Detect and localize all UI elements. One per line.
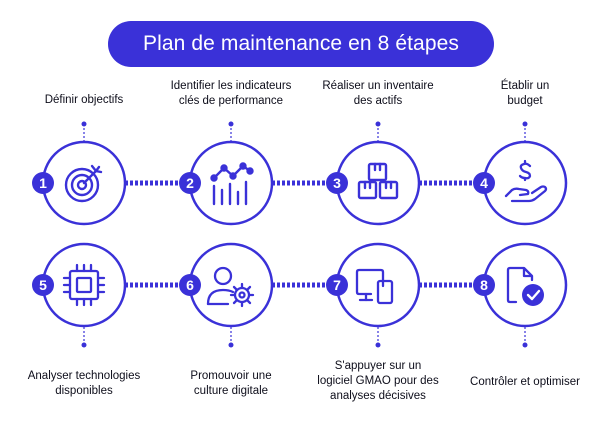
step-number-badge	[179, 274, 201, 296]
step-8-label: Contrôler et optimiser	[470, 376, 580, 388]
step-7: 7	[326, 242, 421, 328]
step-1-label: Définir objectifs	[44, 94, 124, 106]
step-4-label: Établir un budget	[500, 80, 550, 107]
step-number-badge	[179, 172, 201, 194]
step-circle	[41, 242, 127, 328]
step-circle	[482, 140, 568, 226]
step-number-badge	[326, 172, 348, 194]
target-icon	[64, 164, 103, 203]
step-number: 7	[333, 277, 341, 293]
step-number: 2	[186, 175, 194, 191]
step-5: 5	[32, 242, 127, 328]
label-connectors-top	[81, 121, 528, 141]
step-circle	[188, 140, 274, 226]
step-circle	[335, 140, 421, 226]
step-number: 1	[39, 175, 47, 191]
line-chart-icon	[210, 162, 254, 206]
document-check-icon	[506, 266, 544, 306]
step-7-label: S'appuyer sur un logiciel GMAO pour des …	[317, 360, 439, 402]
step-1: 1	[32, 140, 127, 226]
step-number: 3	[333, 175, 341, 191]
step-number-badge	[473, 274, 495, 296]
step-number: 5	[39, 277, 47, 293]
label-connectors-bottom	[81, 327, 528, 348]
step-5-label: Analyser technologies disponibles	[27, 370, 141, 397]
step-number-badge	[32, 274, 54, 296]
step-circle	[188, 242, 274, 328]
user-gear-icon	[206, 266, 255, 308]
step-4: 4	[473, 140, 568, 226]
step-number-badge	[473, 172, 495, 194]
boxes-icon	[357, 162, 399, 200]
step-6-label: Promouvoir une culture digitale	[190, 370, 272, 397]
page-title: Plan de maintenance en 8 étapes	[108, 21, 494, 67]
devices-icon	[355, 268, 394, 305]
step-2-label: Identifier les indicateurs clés de perfo…	[170, 80, 292, 107]
step-8: 8	[473, 242, 568, 328]
step-number: 8	[480, 277, 488, 293]
step-number: 4	[480, 175, 488, 191]
step-circle	[482, 242, 568, 328]
step-2: 2	[179, 140, 274, 226]
step-3: 3	[326, 140, 421, 226]
step-number-badge	[326, 274, 348, 296]
step-3-label: Réaliser un inventaire des actifs	[322, 80, 434, 107]
step-number-badge	[32, 172, 54, 194]
step-6: 6	[179, 242, 274, 328]
dollar-hand-icon	[504, 159, 548, 203]
step-number: 6	[186, 277, 194, 293]
chip-icon	[62, 263, 106, 307]
